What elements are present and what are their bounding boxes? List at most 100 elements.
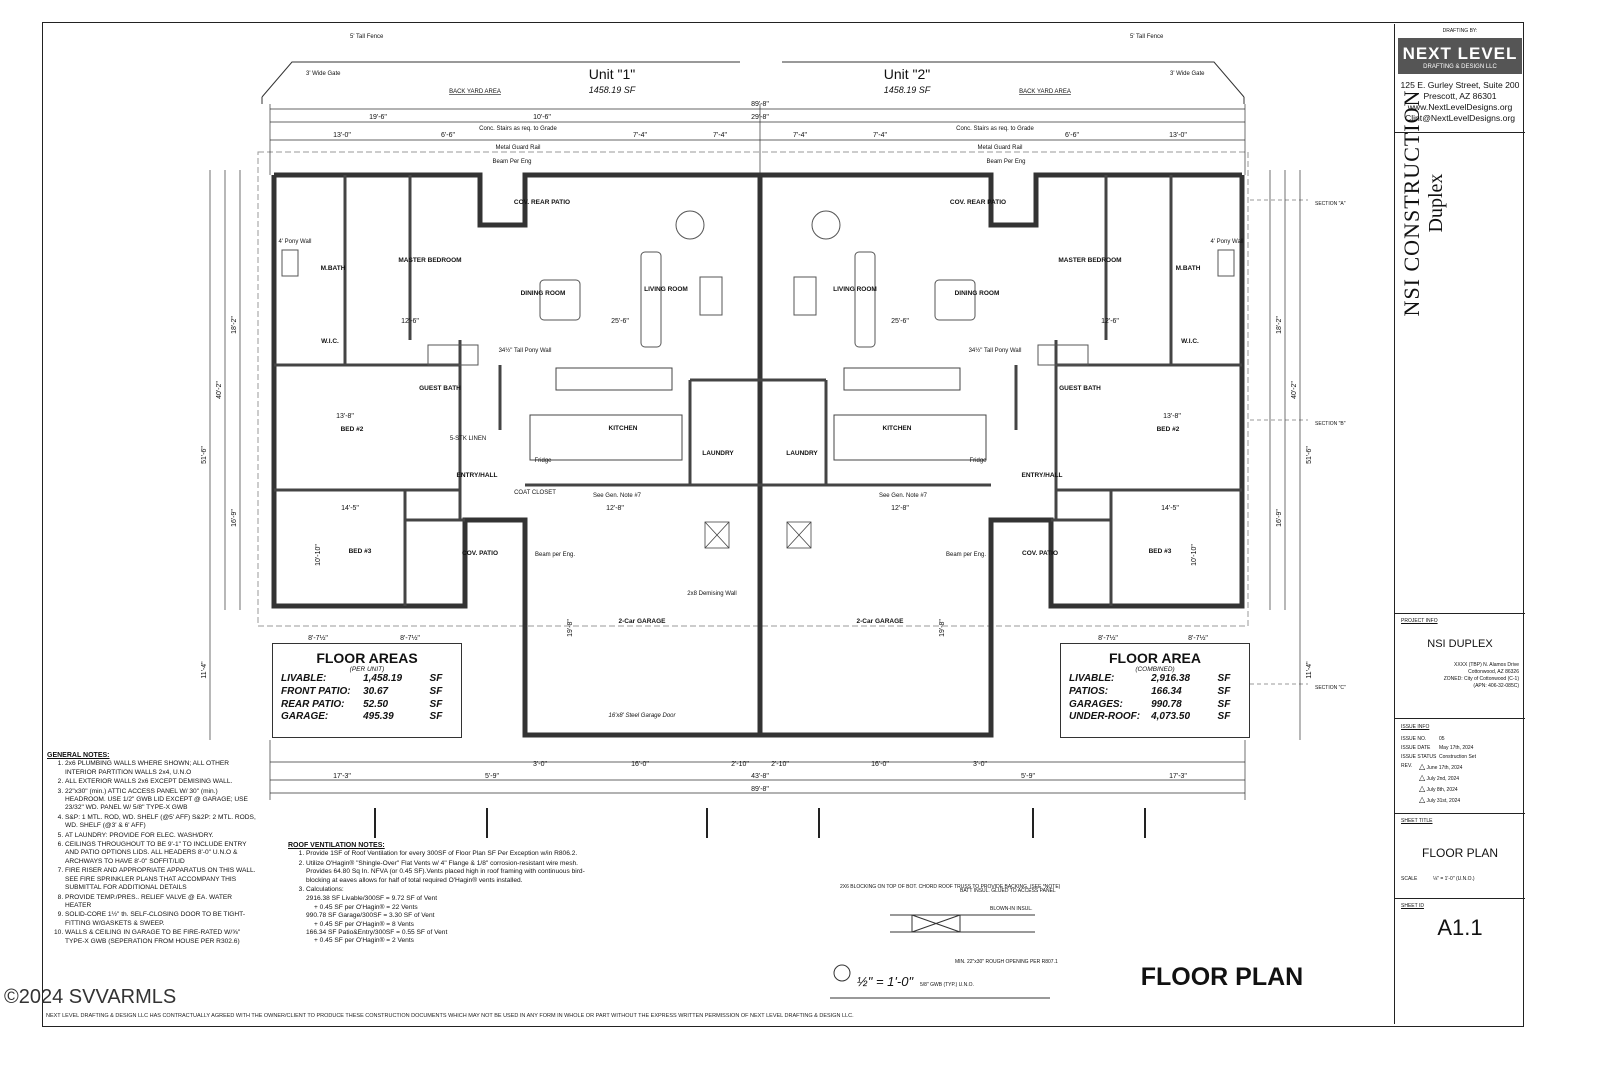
project-address: ZONED: City of Cottonwood (C-1) [1443,676,1519,682]
dim-7-4-a: 7'-4" [633,132,647,139]
sheet-id-value: A1.1 [1437,915,1483,940]
dim-40-2-left: 40'-2" [216,381,223,399]
roof-notes: ROOF VENTILATION NOTES: Provide 1SF of R… [288,842,598,946]
general-note: AT LAUNDRY: PROVIDE FOR ELEC. WASH/DRY. [65,832,257,840]
logo-text: NEXT LEVEL [1402,44,1518,63]
roof-calc: 990.78 SF Garage/300SF = 3.30 SF of Vent [306,912,435,920]
attic-detail [830,914,1050,999]
dim-25-6-right: 25'-6" [891,318,909,325]
u1-pony-wall-4: 4' Pony Wall [279,239,312,245]
roof-note: Provide 1SF of Roof Ventilation for ever… [306,850,598,858]
general-note: WALLS & CEILING IN GARAGE TO BE FIRE-RAT… [65,929,257,946]
project-address: Cottonwood, AZ 86326 [1468,669,1519,675]
demising-wall: 2x8 Demising Wall [687,591,736,597]
dim-5-9-left: 5'-9" [485,773,499,780]
project-type: Duplex [1425,173,1447,233]
sheet-id-label: SHEET ID [1401,903,1424,909]
u1-laundry: LAUNDRY [702,450,734,457]
roof-note: Utilize O'Hagin® "Shingle-Over" Flat Ven… [306,860,598,885]
u2-bed2: BED #2 [1157,426,1180,433]
u2-mbath: M.BATH [1176,265,1201,272]
u1-pony-wall: 34½" Tall Pony Wall [499,347,552,354]
issue-value: Construction Set [1439,754,1476,760]
top-dimensions [269,104,1246,175]
drawing-border [42,22,1524,1027]
u2-beam: Beam Per Eng [986,159,1025,165]
unit1-sf: 1458.19 SF [589,85,636,95]
project-name-vertical: NSI CONSTRUCTION Duplex [1399,18,1448,388]
dim-6-6-right: 6'-6" [1065,132,1079,139]
u1-mbath: M.BATH [321,265,346,272]
unit2-name: Unit "2" [884,66,931,82]
u2-kitchen: KITCHEN [883,425,912,432]
u1-garage: 2-Car GARAGE [619,618,667,625]
dim-10-6: 10'-6" [533,114,551,121]
u2-bed3: BED #3 [1149,548,1172,555]
roof-notes-title: ROOF VENTILATION NOTES: [288,842,385,849]
general-notes-title: GENERAL NOTES: [47,752,110,759]
title-block: DRAFTING BY: NEXT LEVEL DRAFTING & DESIG… [1394,24,1525,1024]
company-logo: NEXT LEVEL DRAFTING & DESIGN LLC [1398,38,1522,74]
sheet-title: FLOOR PLAN [1141,963,1304,991]
logo-subtext: DRAFTING & DESIGN LLC [1423,64,1497,70]
dim-7-4-b: 7'-4" [713,132,727,139]
u2-pony-wall: 34½" Tall Pony Wall [969,347,1022,354]
u2-master-bedroom: MASTER BEDROOM [1058,257,1121,264]
dim-16-9-right: 16'-9" [1276,509,1283,527]
general-notes: GENERAL NOTES: 2x6 PLUMBING WALLS WHERE … [47,752,257,947]
interior-walls [274,175,1242,606]
dim-13-8-left: 13'-8" [336,413,354,420]
revision-triangle-icon: △ [1419,795,1426,804]
dim-19-6: 19'-6" [369,114,387,121]
dim-14-5-right: 14'-5" [1161,505,1179,512]
email-link[interactable]: Clint@NextLevelDesigns.org [1405,113,1515,123]
website-link[interactable]: www.NextLevelDesigns.org [1407,102,1513,112]
u2-cov-rear-patio: COV. REAR PATIO [950,199,1006,206]
u2-pony-wall-4: 4' Pony Wall [1211,239,1244,245]
address-line-1: 125 E. Gurley Street, Suite 200 [1400,80,1520,90]
floor-areas-unit-subtitle: (PER UNIT) [349,666,385,673]
sheet-title-label: SHEET TITLE [1401,818,1433,824]
dim-51-6-left: 51'-6" [201,446,208,464]
u1-gen-note: See Gen. Note #7 [593,493,642,499]
u1-entry: ENTRY/HALL [457,472,498,479]
detail-gwb: 5/8" GWB (TYP.) U.N.O. [920,982,974,988]
dim-17-3-left: 17'-3" [333,773,351,780]
u1-kitchen: KITCHEN [609,425,638,432]
revision-row: △ June 17th, 2024 [1419,762,1463,771]
bottom-dimensions [269,740,1246,800]
general-note: SOLID-CORE 1½" th. SELF-CLOSING DOOR TO … [65,911,257,928]
dim-overall-top: 89'-8" [751,101,769,108]
u1-bed3: BED #3 [349,548,372,555]
dim-18-2-left: 18'-2" [231,316,238,334]
dim-13-0-left: 13'-0" [333,132,351,139]
u1-stairs: Conc. Stairs as req. to Grade [479,126,557,132]
dim-7-4-d: 7'-4" [873,132,887,139]
roof-calc: 2916.38 SF Livable/300SF = 9.72 SF of Ve… [306,895,438,903]
revision-triangle-icon: △ [1419,784,1426,793]
dim-11-4-left: 11'-4" [201,661,208,679]
u1-garage-door: 16'x8' Steel Garage Door [609,713,677,719]
issue-value: 05 [1439,736,1445,742]
u2-garage: 2-Car GARAGE [857,618,905,625]
dim-11-4-right: 11'-4" [1306,661,1313,679]
u2-wic: W.I.C. [1181,338,1199,345]
dim-89-8-bottom: 89'-8" [751,786,769,793]
dim-half-top: 29'-8" [751,114,769,121]
general-note: CEILINGS THROUGHOUT TO BE 9'-1" TO INCLU… [65,841,257,866]
sheet-title-value: FLOOR PLAN [1421,846,1499,860]
section-c: SECTION "C" [1315,685,1346,691]
dim-25-6-left: 25'-6" [611,318,629,325]
section-b: SECTION "B" [1315,421,1346,427]
u1-fridge: Fridge [534,458,552,464]
floor-areas-combined-title: FLOOR AREA [1108,650,1202,666]
dim-13-8-right: 13'-8" [1163,413,1181,420]
dim-8-7-c: 8'-7½" [1098,634,1118,642]
u2-fridge: Fridge [969,458,987,464]
